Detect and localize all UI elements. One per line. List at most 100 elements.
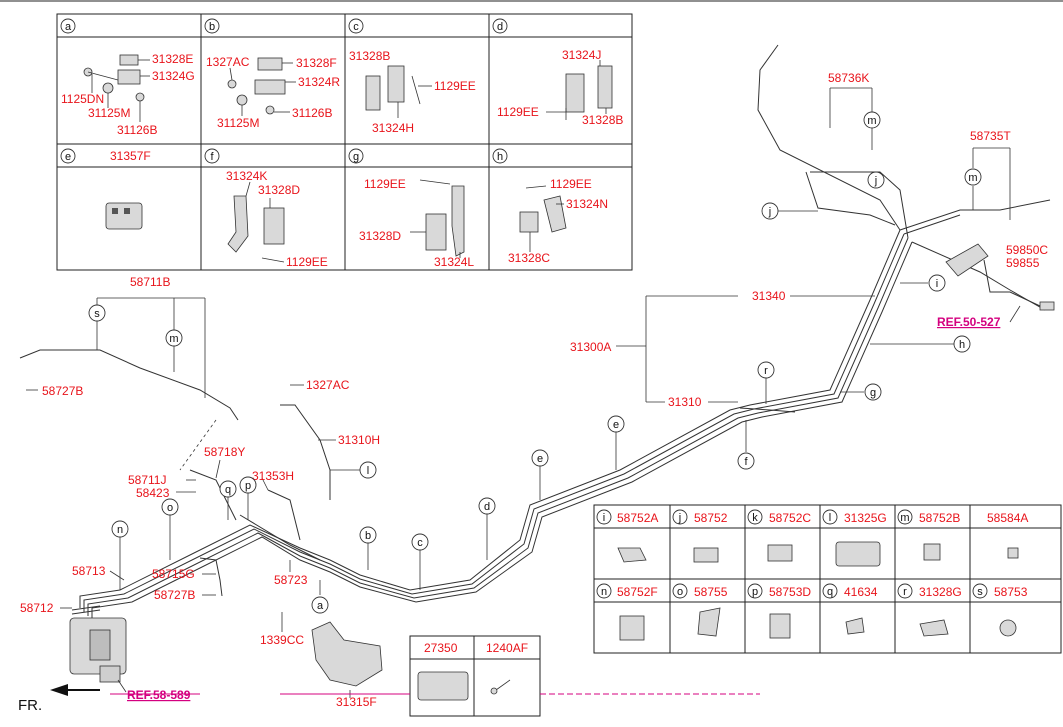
part-label: 1129EE — [364, 177, 406, 191]
part-label: 1327AC — [206, 55, 250, 69]
callout: 31300A — [570, 340, 611, 354]
svg-text:r: r — [764, 365, 768, 377]
part-label: 31357F — [110, 149, 151, 163]
cell-o: o 58755 — [672, 583, 728, 637]
cell-letter: h — [497, 151, 503, 163]
svg-text:a: a — [317, 600, 324, 612]
cell-letter: f — [210, 151, 214, 163]
part-label: 31324H — [372, 121, 414, 135]
cell-k: k 58752C — [747, 509, 811, 562]
svg-text:j: j — [678, 512, 681, 524]
part-label: 1129EE — [434, 79, 476, 93]
svg-text:o: o — [167, 502, 173, 514]
part-label: 31325G — [844, 511, 887, 525]
part-label: 31324J — [562, 48, 601, 62]
callout: 59850C — [1006, 243, 1048, 257]
svg-text:k: k — [752, 512, 758, 524]
callout: 31340 — [752, 289, 786, 303]
svg-text:q: q — [827, 586, 833, 598]
part-label: 58584A — [987, 511, 1028, 525]
part-label: 1125DN — [61, 92, 104, 106]
callout: 58715G — [152, 567, 195, 581]
callout: 58712 — [20, 601, 54, 615]
cell-letter: d — [497, 21, 503, 33]
callout: 31310H — [338, 433, 380, 447]
cell-d: d 31324J 1129EE 31328B — [492, 18, 623, 127]
svg-text:n: n — [117, 524, 123, 536]
svg-text:r: r — [903, 586, 907, 598]
part-label: 31328C — [508, 251, 550, 265]
cell-f: f 31324K 31328D 1129EE — [204, 148, 328, 269]
svg-text:p: p — [752, 586, 758, 598]
small-parts-table: 27350 1240AF — [409, 635, 541, 717]
cell-m: m 58752B — [897, 509, 960, 561]
callout: 31315F — [336, 695, 377, 709]
front-label: FR. — [18, 697, 42, 714]
part-label: 31328B — [582, 113, 623, 127]
part-label: 31324G — [152, 69, 195, 83]
part-label: 58755 — [694, 585, 728, 599]
cell-b: b 1327AC 31328F 31324R 31125M 31126B — [204, 18, 340, 130]
svg-text:o: o — [677, 586, 683, 598]
callout: 58711B — [130, 275, 170, 289]
callout: 58423 — [136, 486, 170, 500]
cell-letter: a — [65, 21, 72, 33]
cell-q: q 41634 — [822, 583, 878, 635]
svg-text:p: p — [245, 480, 251, 492]
cell-n: n 58752F — [596, 583, 658, 641]
svg-text:n: n — [601, 586, 607, 598]
cell-a: a 31328E 31324G 1125DN 31125M 31126B — [60, 18, 195, 137]
callout: 58713 — [72, 564, 106, 578]
cell-l: l 31325G — [822, 509, 887, 567]
cell-h: h 1129EE 31324N 31328C — [492, 148, 608, 265]
part-label: 58752B — [919, 511, 960, 525]
part-label: 1129EE — [497, 105, 539, 119]
svg-text:e: e — [613, 419, 619, 431]
cell-letter: c — [353, 21, 359, 33]
svg-text:b: b — [365, 530, 371, 542]
part-label: 31328F — [296, 56, 337, 70]
cell-i: i 58752A — [596, 509, 658, 563]
part-label: 31324L — [434, 255, 474, 269]
callout-labels: 58736K 58735T 59850C 59855 REF.50-527 31… — [18, 71, 1048, 714]
part-label: 31328D — [359, 229, 401, 243]
part-label: 31328E — [152, 52, 193, 66]
svg-text:s: s — [94, 308, 100, 320]
svg-text:l: l — [367, 465, 369, 477]
svg-text:s: s — [977, 586, 983, 598]
callout: 31310 — [668, 395, 702, 409]
ref-link: REF.58-589 — [127, 688, 191, 702]
svg-text:m: m — [867, 115, 876, 127]
part-label: 31328G — [919, 585, 962, 599]
callout: 58711J — [128, 473, 166, 487]
callout: 58727B — [42, 384, 83, 398]
svg-text:m: m — [900, 512, 909, 524]
front-direction-arrow-icon — [50, 684, 100, 696]
svg-text:g: g — [870, 387, 876, 399]
svg-text:j: j — [768, 206, 771, 218]
svg-text:f: f — [744, 456, 748, 468]
brake-line-assembly — [19, 44, 1051, 620]
part-label: 31324K — [226, 169, 267, 183]
part-label: 31126B — [292, 106, 332, 120]
part-label: 58753D — [769, 585, 811, 599]
top-parts-table: a 31328E 31324G 1125DN 31125M 31126B b — [56, 13, 633, 271]
callout: 58736K — [828, 71, 869, 85]
abs-module — [69, 617, 127, 683]
svg-text:m: m — [169, 333, 178, 345]
ref-link: REF.50-527 — [937, 315, 1001, 329]
cell-g: g 1129EE 31328D 31324L — [348, 148, 474, 269]
svg-text:c: c — [417, 537, 423, 549]
part-label: 58752A — [617, 511, 658, 525]
cell-c: c 31328B 1129EE 31324H — [348, 18, 476, 135]
bottom-parts-table: i 58752A j 58752 k 58752C l 31325G m 587… — [593, 504, 1062, 654]
part-label: 31126B — [117, 123, 157, 137]
cell-58584A: 58584A — [987, 511, 1028, 559]
cell-letter: b — [209, 21, 215, 33]
cell-p: p 58753D — [747, 583, 811, 639]
part-label: 41634 — [844, 585, 878, 599]
sensor-bracket — [945, 243, 1055, 311]
callout: 1327AC — [306, 378, 350, 392]
part-label: 31324N — [566, 197, 608, 211]
callout: 59855 — [1006, 256, 1040, 270]
